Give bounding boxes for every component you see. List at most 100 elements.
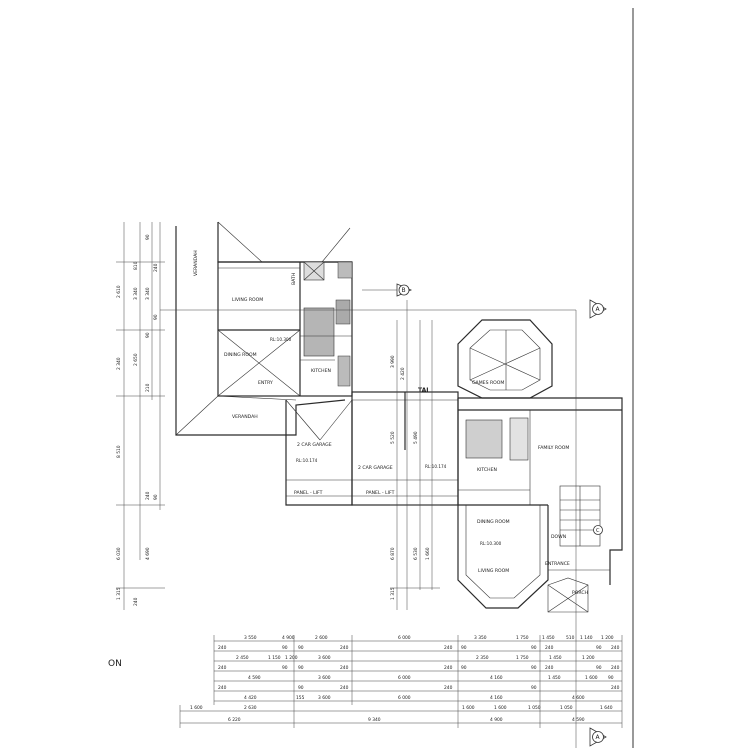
dim-h-r7-3: 3 600 bbox=[318, 695, 331, 701]
room-panel-lift-left: PANEL - LIFT bbox=[294, 490, 323, 496]
dim-h-r6-3: 240 bbox=[340, 685, 349, 691]
room-panel-lift-right: PANEL - LIFT bbox=[366, 490, 395, 496]
dim-h-r4-7: 90 bbox=[531, 665, 537, 671]
dim-h-r1-1: 3 550 bbox=[244, 635, 257, 641]
dim-v-small-5: 90 bbox=[145, 332, 151, 338]
dim-h-r5-1: 4 590 bbox=[248, 675, 261, 681]
section-marker-a-bottom: A bbox=[589, 727, 607, 747]
level-right-dining: RL:10.300 bbox=[480, 541, 502, 546]
tag-tai: TAI bbox=[418, 387, 429, 394]
dim-h-r3-3: 1 200 bbox=[285, 655, 298, 661]
dim-h-r3-4: 3 600 bbox=[318, 655, 331, 661]
dim-v-small-7: 240 bbox=[145, 491, 151, 500]
dim-h-r4-3: 90 bbox=[298, 665, 304, 671]
left-house-plan bbox=[175, 221, 353, 506]
dim-h-r8-2: 2 630 bbox=[244, 705, 257, 711]
section-a-label-top: A bbox=[596, 306, 601, 313]
section-marker-b: B bbox=[362, 283, 413, 297]
dim-h-r2-4: 240 bbox=[340, 645, 349, 651]
dim-h-r3-2: 1 150 bbox=[268, 655, 281, 661]
dim-h-r5-4: 4 160 bbox=[490, 675, 503, 681]
room-entry-left: ENTRY bbox=[258, 380, 273, 386]
dim-v-inner-2: 2 650 bbox=[133, 353, 139, 366]
dim-h-r1-8: 510 bbox=[566, 635, 575, 641]
dim-h-r2-9: 90 bbox=[596, 645, 602, 651]
dim-h-r1-5: 3 350 bbox=[474, 635, 487, 641]
dim-v-small-4: 90 bbox=[153, 314, 159, 320]
dim-v-left-5: 1 315 bbox=[116, 587, 122, 600]
room-living-right: LIVING ROOM bbox=[478, 568, 509, 574]
dim-h-r3-8: 1 200 bbox=[582, 655, 595, 661]
dim-h-r2-5: 240 bbox=[444, 645, 453, 651]
section-c-label: C bbox=[596, 528, 600, 534]
room-family: FAMILY ROOM bbox=[538, 445, 569, 451]
room-verandah-top: VERANDAH bbox=[193, 250, 199, 276]
dim-v-inner-4: 4 690 bbox=[145, 547, 151, 560]
dim-h-r8-4: 1 600 bbox=[494, 705, 507, 711]
dim-h-r5-3: 6 000 bbox=[398, 675, 411, 681]
dim-v-left-4: 6 030 bbox=[116, 547, 122, 560]
dim-h-r3-5: 2 350 bbox=[476, 655, 489, 661]
dim-h-r8-3: 1 600 bbox=[462, 705, 475, 711]
dim-v-center-2: 2 420 bbox=[400, 367, 406, 380]
room-dining-right: DINING ROOM bbox=[477, 519, 510, 525]
dim-v-small-2: 810 bbox=[133, 261, 139, 270]
dim-h-r3-1: 2 450 bbox=[236, 655, 249, 661]
dim-h-r8-5: 1 050 bbox=[528, 705, 541, 711]
dim-v-center2-3: 1 660 bbox=[425, 547, 431, 560]
level-left-main: RL:10.300 bbox=[270, 337, 292, 342]
dim-v-center-1: 3 990 bbox=[390, 355, 396, 368]
dim-h-r1-10: 1 200 bbox=[601, 635, 614, 641]
dim-v-center2-2: 6 530 bbox=[413, 547, 419, 560]
dim-v-inner-1: 3 340 bbox=[133, 287, 139, 300]
dim-h-r9-3: 4 900 bbox=[490, 717, 503, 723]
title-fragment: ON bbox=[108, 659, 122, 669]
dim-h-r6-1: 240 bbox=[218, 685, 227, 691]
dim-h-r8-7: 1 640 bbox=[600, 705, 613, 711]
dim-h-r9-2: 9 340 bbox=[368, 717, 381, 723]
section-a-label-bottom: A bbox=[596, 734, 601, 741]
room-bath-left: BATH bbox=[291, 273, 297, 285]
dim-h-r2-2: 90 bbox=[282, 645, 288, 651]
dim-h-r5-5: 1 450 bbox=[548, 675, 561, 681]
dim-h-r1-9: 1 140 bbox=[580, 635, 593, 641]
dim-v-small-8: 90 bbox=[153, 494, 159, 500]
dim-h-r2-3: 90 bbox=[298, 645, 304, 651]
dim-h-r5-2: 3 600 bbox=[318, 675, 331, 681]
dim-h-r3-6: 1 750 bbox=[516, 655, 529, 661]
dim-v-inner-3: 3 340 bbox=[145, 287, 151, 300]
dim-h-r7-6: 4 600 bbox=[572, 695, 585, 701]
dim-h-r6-6: 240 bbox=[611, 685, 620, 691]
dim-h-r6-5: 90 bbox=[531, 685, 537, 691]
dim-h-r3-7: 1 450 bbox=[549, 655, 562, 661]
dim-h-r4-6: 90 bbox=[461, 665, 467, 671]
dim-h-r5-7: 90 bbox=[608, 675, 614, 681]
dim-h-r2-8: 240 bbox=[545, 645, 554, 651]
dim-v-small-6: 210 bbox=[145, 383, 151, 392]
dim-h-r9-1: 6 220 bbox=[228, 717, 241, 723]
dim-h-r8-6: 1 050 bbox=[560, 705, 573, 711]
room-garage-left: 2 CAR GARAGE bbox=[297, 442, 332, 448]
dim-v-left-6: 240 bbox=[133, 597, 139, 606]
room-verandah-left: VERANDAH bbox=[232, 414, 258, 420]
dim-v-left-2: 2 340 bbox=[116, 357, 122, 370]
dim-h-r1-7: 1 450 bbox=[542, 635, 555, 641]
room-entrance: ENTRANCE bbox=[545, 561, 570, 567]
dim-h-r2-1: 240 bbox=[218, 645, 227, 651]
room-games: GAMES ROOM bbox=[472, 380, 504, 386]
dim-h-r4-9: 90 bbox=[596, 665, 602, 671]
dim-v-small-1: 90 bbox=[145, 234, 151, 240]
level-right-garage: RL:10.174 bbox=[425, 464, 447, 469]
dim-h-r4-1: 240 bbox=[218, 665, 227, 671]
dim-h-r6-4: 240 bbox=[444, 685, 453, 691]
dims-vertical-left bbox=[116, 222, 165, 610]
dim-h-r2-10: 240 bbox=[611, 645, 620, 651]
section-marker-a-top: A bbox=[160, 299, 607, 748]
dim-v-left-3: 8 510 bbox=[116, 445, 122, 458]
dim-h-r4-10: 240 bbox=[611, 665, 620, 671]
room-porch: PORCH bbox=[572, 590, 588, 596]
dim-v-small-3: 240 bbox=[153, 263, 159, 272]
label-down: DOWN bbox=[551, 534, 566, 540]
dims-vertical-center bbox=[390, 300, 440, 610]
room-kitchen-right: KITCHEN bbox=[477, 467, 497, 473]
